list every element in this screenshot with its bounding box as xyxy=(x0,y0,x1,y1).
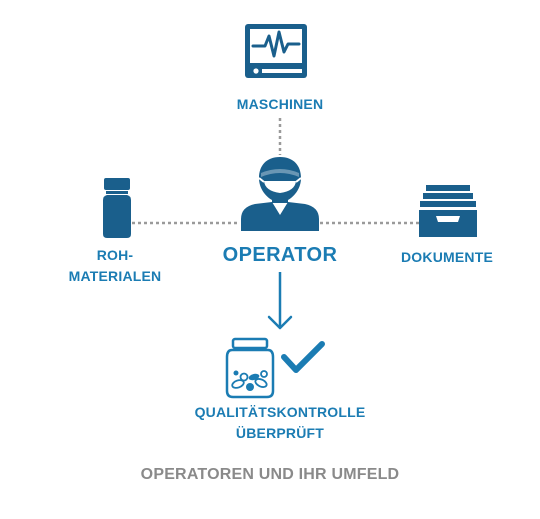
bottle-icon xyxy=(103,178,131,238)
machines-label: MASCHINEN xyxy=(236,96,324,112)
file-tray-icon xyxy=(419,185,477,237)
operator-label: OPERATOR xyxy=(222,244,338,266)
pill-jar-icon xyxy=(225,337,275,399)
operator-icon xyxy=(241,157,319,231)
quality-label: QUALITÄTSKONTROLLE ÜBERPRÜFT xyxy=(160,402,400,444)
arrow-down-icon xyxy=(267,272,293,330)
quality-line1: QUALITÄTSKONTROLLE xyxy=(194,404,366,420)
documents-label: DOKUMENTE xyxy=(400,249,494,265)
diagram-caption: OPERATOREN UND IHR UMFELD xyxy=(140,466,400,483)
raw-materials-line1: ROH- xyxy=(96,247,134,263)
raw-materials-line2: MATERIALEN xyxy=(68,268,162,284)
raw-materials-label: ROH- MATERIALEN xyxy=(50,245,180,287)
quality-line2: ÜBERPRÜFT xyxy=(235,425,325,441)
checkmark-icon xyxy=(281,341,325,373)
monitor-icon xyxy=(245,24,307,78)
